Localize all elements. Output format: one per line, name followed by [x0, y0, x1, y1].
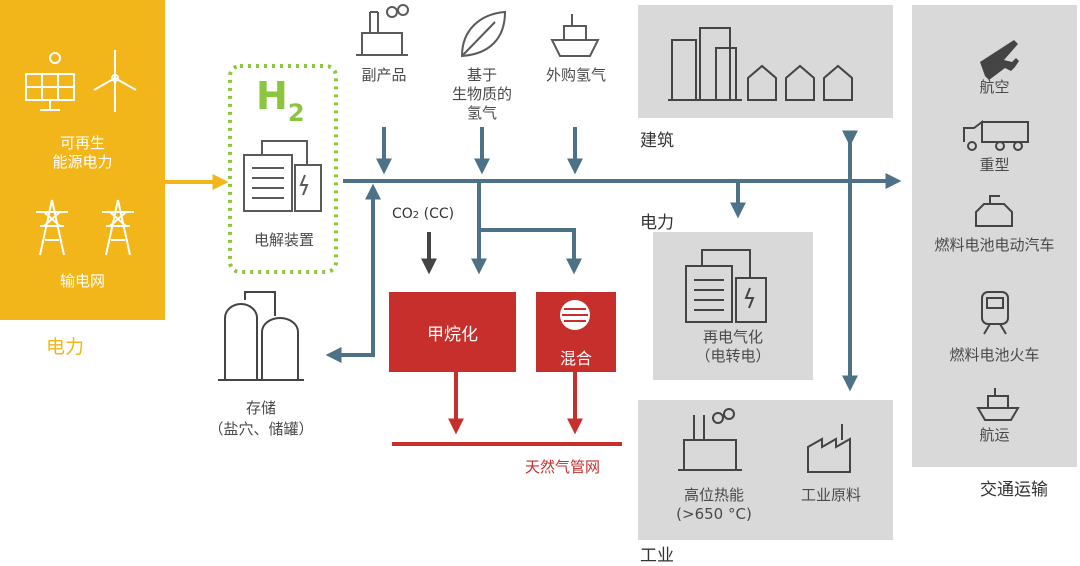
h2-label: H2 — [256, 74, 305, 127]
reconversion-label: 再电气化 （电转电） — [695, 328, 771, 365]
electrolyser-frame — [228, 64, 338, 274]
grid-label: 输电网 — [59, 272, 105, 290]
ship-icon — [550, 14, 600, 57]
train-icon — [981, 291, 1009, 335]
methanation-label: 甲烷化 — [427, 325, 478, 345]
industry-label: 工业 — [640, 546, 674, 566]
storage-tanks-icon — [218, 291, 304, 381]
city-icon — [668, 27, 742, 101]
feedstock-label: 工业原料 — [800, 486, 861, 504]
houses-icon — [747, 64, 853, 101]
transport-item-fc-train: 燃料电池火车 — [949, 346, 1040, 364]
feedstock-factory-icon — [807, 424, 851, 473]
transport-item-shipping: 航运 — [979, 426, 1010, 444]
solar-panel-icon — [25, 52, 75, 111]
power-pylon-icon — [36, 199, 134, 256]
co2-label: CO2 (CC) — [392, 206, 455, 222]
factory-icon — [356, 4, 409, 56]
storage-label: 存储 （盐穴、储罐） — [208, 399, 314, 438]
leaf-icon — [460, 10, 507, 58]
byproduct-label: 副产品 — [361, 66, 407, 84]
transport-item-fcev: 燃料电池电动汽车 — [934, 236, 1055, 254]
electrolyser-label: 电解装置 — [253, 231, 314, 249]
blending-label: 混合 — [559, 349, 592, 368]
methanation-box — [389, 292, 516, 372]
electric-car-icon — [975, 195, 1013, 227]
wind-turbine-icon — [93, 50, 137, 112]
to-blending-arrow — [479, 228, 582, 275]
blending-icon — [560, 300, 590, 330]
high-heat-factory-icon — [678, 408, 742, 471]
transport-label: 交通运输 — [980, 480, 1048, 500]
buildings-label: 建筑 — [640, 131, 674, 151]
airplane-icon — [980, 40, 1019, 80]
truck-icon — [963, 120, 1029, 151]
gas-grid-label: 天然气管网 — [525, 458, 601, 476]
electrolyser-icon — [243, 140, 322, 212]
power-label: 电力 — [640, 213, 674, 233]
power-section-label: 电力 — [46, 336, 85, 358]
renewable-power-label: 可再生 能源电力 — [52, 134, 113, 171]
ship-transport-icon — [976, 388, 1020, 421]
renewable-power-panel — [0, 0, 165, 320]
power-reconversion-icon — [685, 249, 767, 323]
transport-item-heavy-duty: 重型 — [979, 156, 1010, 174]
transport-item-aviation: 航空 — [979, 78, 1010, 96]
purchased-label: 外购氢气 — [545, 66, 606, 84]
storage-loop-arrow — [325, 196, 375, 363]
biomass-label: 基于 生物质的 氢气 — [451, 66, 512, 122]
high-heat-label: 高位热能 (>650 °C) — [676, 486, 752, 523]
